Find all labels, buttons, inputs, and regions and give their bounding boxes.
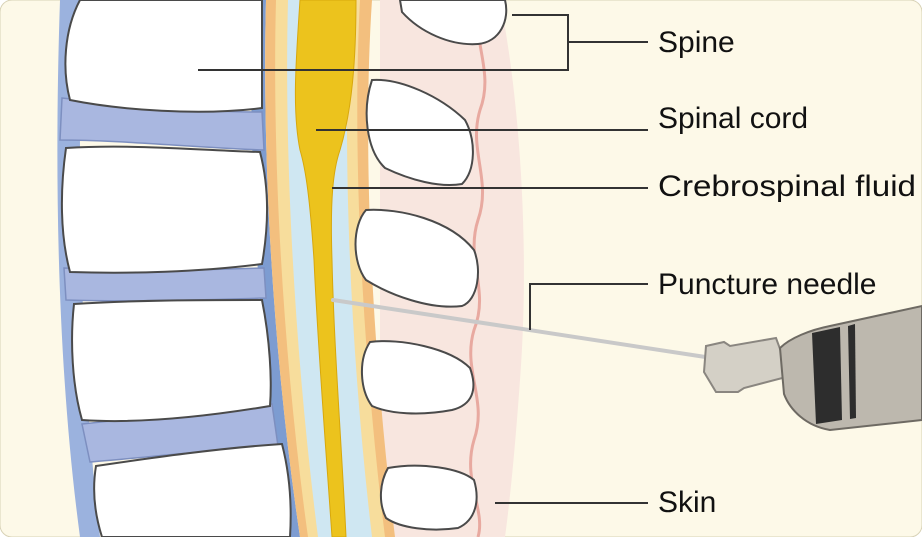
needle-leader bbox=[529, 283, 648, 330]
needle-shaft bbox=[331, 298, 714, 360]
spinous-process-2 bbox=[365, 78, 474, 187]
spinous-process-1 bbox=[398, 0, 508, 46]
spinous-process-4 bbox=[360, 340, 475, 415]
label-needle: Puncture needle bbox=[658, 268, 877, 301]
vertebra-2 bbox=[60, 145, 268, 274]
vertebra-1 bbox=[64, 0, 263, 113]
label-csf: Crebrospinal fluid bbox=[658, 170, 916, 203]
label-spine: Spine bbox=[658, 26, 735, 59]
label-spinal-cord: Spinal cord bbox=[658, 102, 808, 135]
label-skin: Skin bbox=[658, 486, 716, 519]
spinal-cord bbox=[294, 0, 357, 537]
vertebra-3 bbox=[71, 298, 272, 423]
spinous-process-5 bbox=[380, 464, 478, 531]
syringe bbox=[702, 304, 922, 432]
vertebra-4 bbox=[93, 442, 292, 537]
syringe-hub bbox=[702, 336, 792, 393]
leader-lines bbox=[198, 14, 648, 504]
spinous-process-3 bbox=[354, 208, 479, 308]
syringe-band bbox=[812, 327, 842, 424]
syringe-band-thin bbox=[848, 324, 856, 419]
